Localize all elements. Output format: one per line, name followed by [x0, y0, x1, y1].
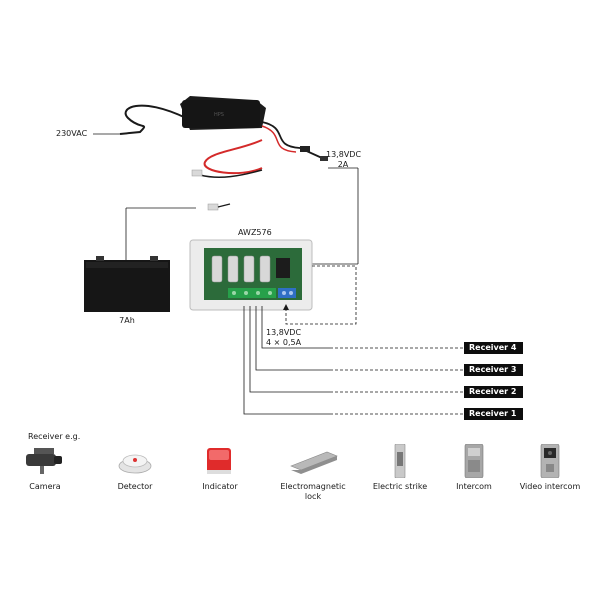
psu-unit: HPS: [180, 96, 266, 130]
device-label: Camera: [29, 482, 61, 491]
indicator-icon: [207, 448, 231, 474]
device-label: Electric strike: [372, 482, 428, 491]
device-electric-strike: Electric strike: [360, 444, 440, 492]
device-video-intercom: Video intercom: [510, 444, 590, 492]
receiver-eg-label: Receiver e.g.: [28, 432, 81, 441]
outputs-current-label: 4 × 0,5A: [266, 338, 302, 347]
dc-plug: [300, 146, 310, 152]
device-label: Indicator: [202, 482, 238, 491]
device-camera: Camera: [5, 444, 85, 492]
video-intercom-icon: [540, 444, 560, 478]
awz576-module: [189, 239, 313, 311]
intercom-icon: [464, 444, 484, 478]
smoke-detector-icon: [118, 454, 152, 474]
device-label: Video intercom: [519, 482, 581, 491]
device-intercom: Intercom: [434, 444, 514, 492]
mains-label: 230VAC: [56, 129, 88, 138]
receiver-4-label: Receiver 4: [464, 342, 523, 354]
psu-output-cable: [261, 121, 323, 159]
battery-label: 7Ah: [119, 316, 135, 325]
mains-cable: [119, 104, 187, 135]
device-indicator: Indicator: [180, 444, 260, 492]
electromagnetic-lock-icon: [290, 451, 338, 474]
receiver-lines: [243, 306, 464, 415]
device-electromagnetic-lock: Electromagnetic lock: [273, 444, 353, 502]
psu-output-current-label: 2A: [337, 160, 349, 169]
receiver-1-label: Receiver 1: [464, 408, 523, 420]
outputs-voltage-label: 13,8VDC: [266, 328, 302, 337]
battery-7ah: [84, 256, 170, 312]
feedback-dashed-line: [285, 265, 357, 325]
device-detector: Detector: [95, 444, 175, 492]
psu-output-voltage-label: 13,8VDC: [326, 150, 362, 159]
module-name-label: AWZ576: [238, 228, 272, 237]
camera-icon: [26, 448, 62, 474]
battery-leads-red: [203, 139, 263, 175]
device-label: Intercom: [456, 482, 492, 491]
electric-strike-icon: [394, 444, 406, 478]
receiver-3-label: Receiver 3: [464, 364, 523, 376]
device-label: Electromagnetic lock: [280, 482, 346, 501]
device-label: Detector: [117, 482, 153, 491]
receiver-2-label: Receiver 2: [464, 386, 523, 398]
svg-text:HPS: HPS: [214, 112, 224, 118]
